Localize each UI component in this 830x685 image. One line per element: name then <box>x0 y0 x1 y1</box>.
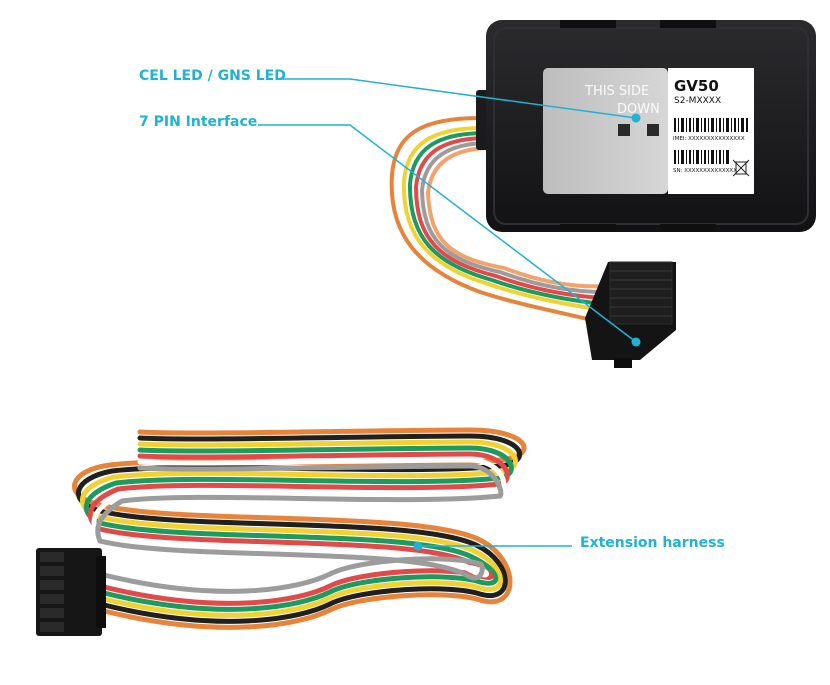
side-text-line1: THIS SIDE <box>585 84 650 99</box>
pin-interface-leader <box>258 124 637 343</box>
seven-pin-connector <box>585 261 676 368</box>
imei-text: IMEI: XXXXXXXXXXXXXXX <box>673 136 745 142</box>
pin-interface-label: 7 PIN Interface <box>139 114 258 130</box>
model-name: GV50 <box>674 77 719 95</box>
extension-harness-label: Extension harness <box>580 535 725 551</box>
cel-gns-led-label: CEL LED / GNS LED <box>139 68 286 84</box>
side-text-line2: DOWN <box>617 102 660 117</box>
extension-connector <box>36 548 106 636</box>
sn-text: SN: XXXXXXXXXXXXXX <box>673 168 737 174</box>
sn-barcode <box>674 150 729 164</box>
extension-dot <box>413 541 423 551</box>
imei-barcode <box>674 118 748 132</box>
weee-bin-icon <box>732 159 750 177</box>
device-cable <box>389 116 608 324</box>
cel-led-dot <box>631 113 641 123</box>
extension-harness-cable <box>72 427 527 630</box>
pin-interface-dot <box>631 337 641 347</box>
tracker-device <box>476 20 816 232</box>
cel-led-leader <box>278 78 637 119</box>
model-variant: S2-MXXXX <box>674 96 722 106</box>
callout-leaders <box>258 78 637 547</box>
